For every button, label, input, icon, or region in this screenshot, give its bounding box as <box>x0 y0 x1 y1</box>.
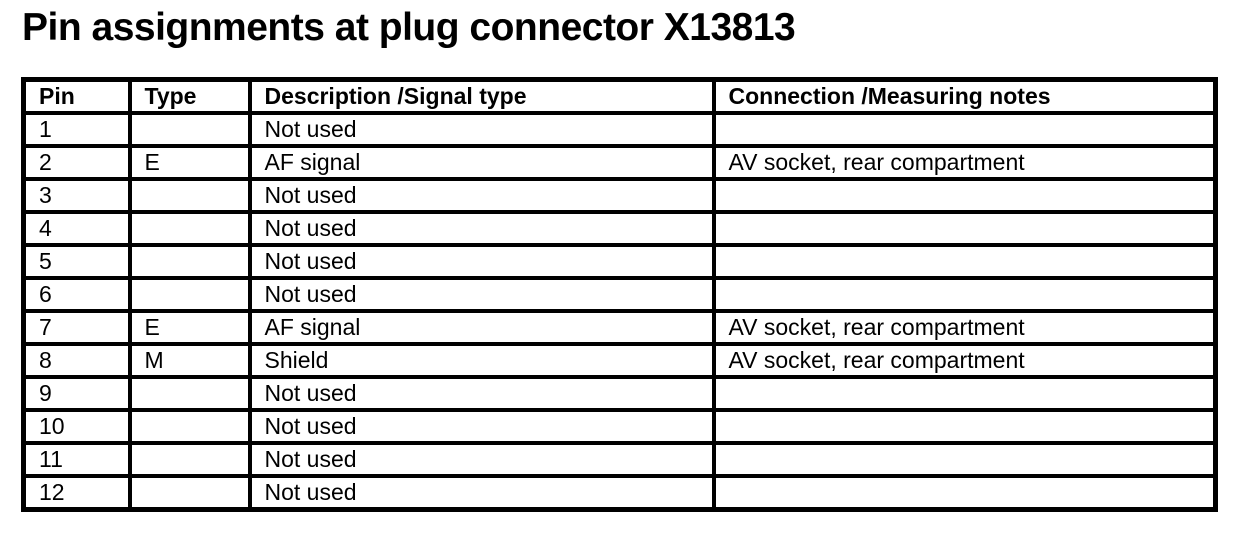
table-row: 5 Not used <box>21 243 1218 280</box>
column-header-description: Description /Signal type <box>247 77 716 115</box>
cell-type <box>127 441 252 478</box>
cell-type <box>127 375 252 412</box>
cell-connection <box>711 375 1218 412</box>
column-header-connection: Connection /Measuring notes <box>711 77 1218 115</box>
cell-description: Not used <box>247 375 716 412</box>
cell-pin: 1 <box>21 111 132 148</box>
cell-type <box>127 243 252 280</box>
cell-pin: 7 <box>21 309 132 346</box>
cell-connection: AV socket, rear compartment <box>711 342 1218 379</box>
cell-type: E <box>127 144 252 181</box>
table-row: 6 Not used <box>21 276 1218 313</box>
pin-assignment-table: Pin Type Description /Signal type Connec… <box>21 77 1218 512</box>
cell-connection <box>711 408 1218 445</box>
cell-pin: 12 <box>21 474 132 512</box>
cell-type: M <box>127 342 252 379</box>
cell-type <box>127 408 252 445</box>
cell-description: Not used <box>247 408 716 445</box>
cell-type <box>127 210 252 247</box>
cell-type <box>127 474 252 512</box>
cell-description: Shield <box>247 342 716 379</box>
table-row: 10 Not used <box>21 408 1218 445</box>
cell-pin: 2 <box>21 144 132 181</box>
column-header-pin: Pin <box>21 77 132 115</box>
table-header-row: Pin Type Description /Signal type Connec… <box>21 77 1218 115</box>
page-title: Pin assignments at plug connector X13813 <box>22 6 796 49</box>
cell-description: Not used <box>247 243 716 280</box>
cell-type <box>127 111 252 148</box>
table-row: 3 Not used <box>21 177 1218 214</box>
cell-pin: 10 <box>21 408 132 445</box>
cell-pin: 4 <box>21 210 132 247</box>
cell-type: E <box>127 309 252 346</box>
cell-connection <box>711 177 1218 214</box>
cell-description: Not used <box>247 210 716 247</box>
cell-pin: 8 <box>21 342 132 379</box>
cell-pin: 11 <box>21 441 132 478</box>
table-row: 4 Not used <box>21 210 1218 247</box>
cell-description: AF signal <box>247 309 716 346</box>
cell-connection <box>711 210 1218 247</box>
cell-type <box>127 177 252 214</box>
cell-description: Not used <box>247 441 716 478</box>
table-row: 9 Not used <box>21 375 1218 412</box>
column-header-type: Type <box>127 77 252 115</box>
cell-type <box>127 276 252 313</box>
cell-connection: AV socket, rear compartment <box>711 144 1218 181</box>
cell-description: AF signal <box>247 144 716 181</box>
cell-connection <box>711 474 1218 512</box>
cell-description: Not used <box>247 111 716 148</box>
cell-connection <box>711 111 1218 148</box>
cell-connection: AV socket, rear compartment <box>711 309 1218 346</box>
cell-connection <box>711 441 1218 478</box>
table-row: 1 Not used <box>21 111 1218 148</box>
cell-description: Not used <box>247 177 716 214</box>
cell-pin: 6 <box>21 276 132 313</box>
cell-pin: 5 <box>21 243 132 280</box>
table-row: 12 Not used <box>21 474 1218 512</box>
table-row: 11 Not used <box>21 441 1218 478</box>
cell-description: Not used <box>247 276 716 313</box>
cell-connection <box>711 276 1218 313</box>
cell-connection <box>711 243 1218 280</box>
cell-pin: 3 <box>21 177 132 214</box>
cell-pin: 9 <box>21 375 132 412</box>
cell-description: Not used <box>247 474 716 512</box>
